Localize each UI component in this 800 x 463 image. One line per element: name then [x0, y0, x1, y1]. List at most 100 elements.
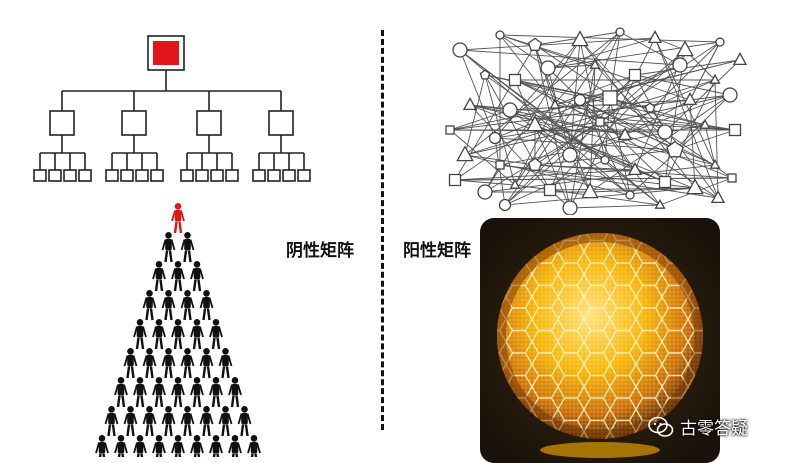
network-node-triangle: [682, 92, 698, 106]
network-edge: [624, 41, 721, 136]
network-node-pentagon: [527, 157, 543, 171]
tree-node: [121, 110, 147, 136]
network-node-circle: [573, 93, 587, 107]
pyramid-person-figure: [123, 406, 138, 437]
pyramid-person-figure: [190, 261, 204, 292]
tree-leaf-node: [48, 169, 62, 182]
network-edge: [674, 129, 736, 151]
network-node-circle: [477, 184, 493, 200]
network-edge: [469, 104, 551, 191]
network-edge: [609, 31, 621, 99]
network-edge: [664, 131, 733, 179]
network-node-circle: [615, 27, 625, 37]
network-node-square: [543, 183, 557, 197]
network-node-circle: [722, 87, 738, 103]
network-node-triangle: [589, 58, 601, 69]
pyramid-person-figure: [142, 290, 157, 321]
tree-node: [49, 110, 75, 136]
pyramid-person-figure: [209, 377, 223, 408]
network-edge: [547, 41, 721, 69]
pyramid-person-figure: [133, 319, 147, 350]
network-node-triangle: [549, 98, 561, 109]
pyramid-person-figure: [133, 435, 147, 457]
network-node-triangle: [571, 30, 589, 47]
pyramid-person-figure: [218, 348, 233, 379]
network-edge: [569, 74, 636, 156]
network-node-triangle: [710, 190, 726, 204]
network-node-circle: [488, 131, 502, 145]
network-node-circle: [495, 30, 505, 40]
network-edge: [674, 94, 731, 151]
tree-leaf-node: [297, 169, 311, 182]
network-edge: [547, 67, 666, 183]
network-node-circle: [562, 147, 578, 163]
network-edge: [454, 169, 636, 181]
network-edge: [484, 74, 516, 186]
network-node-square: [628, 68, 642, 82]
pyramid-person-figure: [142, 348, 157, 379]
network-edge: [459, 37, 656, 51]
network-edge: [484, 74, 706, 126]
network-node-triangle: [456, 145, 474, 162]
network-edge: [579, 99, 716, 166]
network-node-circle: [672, 57, 688, 73]
tree-leaf-node: [120, 169, 134, 182]
pyramid-person-figure: [114, 377, 128, 408]
network-node-circle: [540, 60, 556, 76]
pyramid-person-figure: [228, 377, 242, 408]
network-edge: [534, 124, 666, 183]
network-node-square: [658, 175, 672, 189]
network-edge: [704, 124, 716, 166]
network-node-circle: [498, 198, 512, 212]
pyramid-person-figure: [114, 435, 128, 457]
center-divider: [381, 30, 384, 430]
network-node-square: [445, 125, 455, 135]
pyramid-person-figure: [152, 319, 166, 350]
network-edge: [664, 59, 741, 133]
network-edge: [509, 109, 626, 136]
network-edge: [569, 64, 596, 209]
tree-leaf-node: [252, 169, 266, 182]
tree-node: [196, 110, 222, 136]
network-edge: [714, 79, 719, 199]
pyramid-person-figure: [142, 406, 157, 437]
glowing-hexagon-sphere: [480, 218, 720, 463]
network-edge: [499, 34, 549, 69]
network-edge: [504, 187, 696, 206]
pyramid-person-figure: [180, 290, 195, 321]
network-edge: [664, 79, 716, 183]
pyramid-person-figure: [171, 435, 185, 457]
tree-leaf-node: [195, 169, 209, 182]
network-node-circle: [562, 200, 578, 215]
tree-leaf-node: [282, 169, 296, 182]
network-node-circle: [502, 102, 518, 118]
network-node-triangle: [647, 30, 663, 44]
tree-leaf-node: [150, 169, 164, 182]
network-node-circle: [715, 37, 725, 47]
network-node-triangle: [709, 73, 721, 84]
network-node-square: [727, 173, 737, 183]
pyramid-person-figure: [180, 232, 195, 263]
network-edge: [689, 99, 696, 189]
network-node-circle: [452, 42, 468, 58]
network-node-triangle: [676, 40, 694, 57]
tree-leaf-node: [210, 169, 224, 182]
pyramid-person-figure: [161, 290, 176, 321]
tree-node: [268, 110, 294, 136]
network-node-triangle: [654, 198, 666, 209]
network-edge: [509, 99, 691, 111]
pyramid-person-figure: [199, 406, 214, 437]
network-node-pentagon: [479, 69, 491, 80]
network-node-triangle: [732, 52, 748, 66]
wechat-icon: [648, 416, 674, 437]
network-edge: [579, 39, 696, 189]
network-edge: [484, 164, 716, 193]
network-edge: [689, 41, 721, 101]
network-edge: [499, 34, 596, 66]
pyramid-person-figure: [190, 435, 204, 457]
network-edge: [504, 159, 606, 206]
network-edge: [569, 204, 661, 209]
pyramid-person-figure: [123, 348, 138, 379]
network-edge: [549, 31, 621, 191]
network-node-square: [595, 117, 605, 127]
